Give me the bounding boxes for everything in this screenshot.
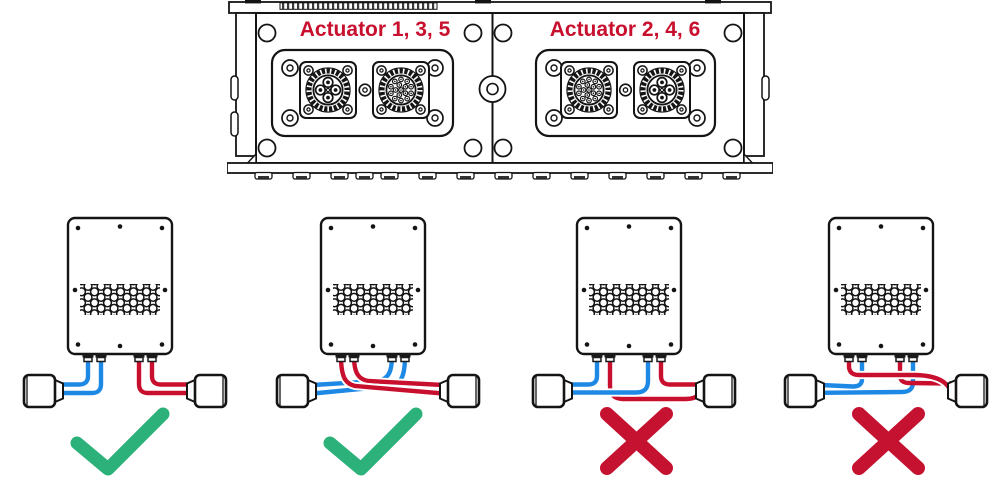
cables [312, 355, 444, 398]
panel-screws [545, 59, 706, 127]
wiring-variant-4 [750, 212, 1000, 479]
wiring-variant-3 [500, 212, 750, 479]
side-wall-right [743, 12, 765, 157]
cables [820, 356, 955, 395]
cable-port1 [569, 356, 600, 387]
side-tab [230, 111, 239, 137]
wiring-variants [0, 212, 1000, 479]
cable-port1 [846, 356, 954, 393]
side-tab [761, 75, 770, 101]
cable-port4 [658, 356, 699, 387]
result-mark [323, 407, 423, 476]
side-wall-left [235, 12, 257, 157]
rail-tab [705, 0, 721, 4]
label-actuator-135: Actuator 1, 3, 5 [300, 18, 451, 41]
cable-port1 [60, 356, 91, 387]
cables [60, 356, 190, 396]
panel-actuator-135 [270, 48, 455, 138]
wiring-variant-1 [0, 212, 250, 479]
cable-port1 [338, 355, 444, 396]
wiring-variant-2 [250, 212, 500, 479]
bottom-feet [254, 171, 741, 180]
result-mark [70, 407, 170, 476]
controller-front-view: Actuator 1, 3, 5 Actuator 2, 4, 6 [227, 0, 773, 180]
heatsink-fins [279, 2, 438, 10]
side-tab [230, 75, 239, 101]
center-pivot [478, 75, 507, 103]
panel-actuator-246 [534, 48, 717, 138]
cross-icon [600, 407, 673, 475]
label-actuator-246: Actuator 2, 4, 6 [550, 18, 701, 41]
cable-port4 [149, 356, 190, 387]
cables [569, 356, 702, 402]
check-icon [323, 407, 423, 476]
rail-tab [475, 0, 491, 4]
cable-port3 [136, 356, 190, 396]
cross-icon [852, 407, 925, 475]
check-icon [70, 407, 170, 476]
rail-tab [245, 0, 261, 4]
panel-screws [281, 59, 444, 127]
cable-port2 [60, 356, 104, 396]
face-corner-holes [257, 23, 743, 158]
result-mark [600, 407, 673, 475]
result-mark [852, 407, 925, 475]
cable-port3 [569, 356, 651, 395]
bottom-rail [227, 162, 773, 174]
